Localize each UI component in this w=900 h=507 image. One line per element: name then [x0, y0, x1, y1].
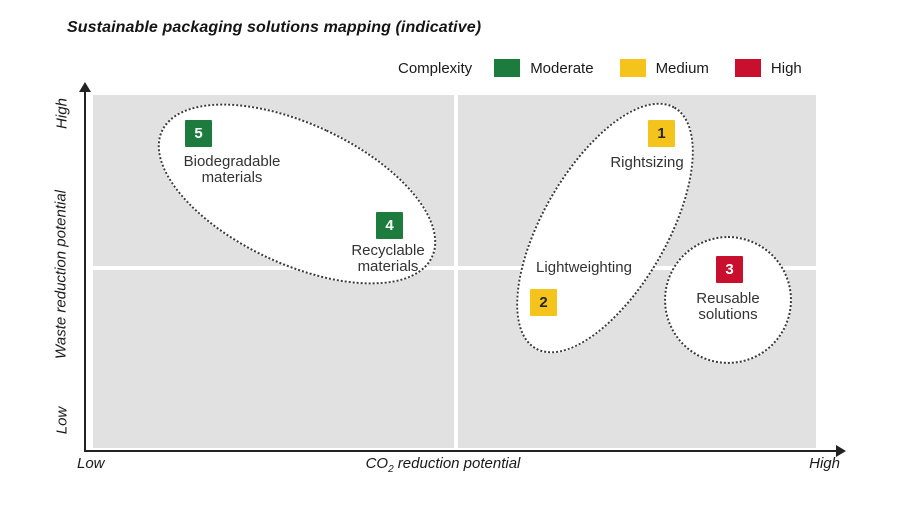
x-axis-title: CO2 reduction potential — [323, 455, 563, 475]
legend-label-moderate: Moderate — [530, 59, 594, 77]
legend-swatch-medium — [619, 59, 646, 77]
point-badge-4: 4 — [376, 212, 403, 239]
point-badge-1: 1 — [648, 120, 675, 147]
y-axis-line — [84, 90, 86, 452]
y-axis-low-label: Low — [53, 406, 71, 435]
legend: Complexity Moderate Medium High — [398, 57, 802, 79]
point-label-reusable-solutions: Reusable solutions — [696, 290, 760, 323]
x-axis-high-label: High — [809, 455, 840, 472]
x-axis-title-rest: reduction potential — [393, 455, 521, 472]
vertical-gridline — [454, 95, 458, 448]
point-badge-3: 3 — [716, 256, 743, 283]
legend-swatch-moderate — [494, 59, 521, 77]
point-label-biodegradable-materials: Biodegradable materials — [183, 153, 281, 186]
point-label-lightweighting: Lightweighting — [536, 259, 632, 276]
legend-swatch-high — [734, 59, 761, 77]
horizontal-gridline — [93, 266, 816, 270]
point-badge-5: 5 — [185, 120, 212, 147]
x-axis-title-co: CO — [365, 455, 389, 472]
y-axis-arrow-icon — [79, 82, 91, 92]
chart-title: Sustainable packaging solutions mapping … — [67, 19, 482, 36]
x-axis-low-label: Low — [77, 455, 105, 472]
legend-label-high: High — [770, 59, 802, 77]
point-badge-2: 2 — [530, 289, 557, 316]
y-axis-title: Waste reduction potential — [52, 190, 70, 359]
legend-label-medium: Medium — [655, 59, 709, 77]
point-label-rightsizing: Rightsizing — [610, 154, 684, 171]
point-label-recyclable-materials: Recyclable materials — [351, 242, 425, 275]
x-axis-title-sub2: 2 — [388, 464, 394, 475]
x-axis-line — [85, 450, 837, 452]
x-axis-arrow-icon — [836, 445, 846, 457]
y-axis-high-label: High — [53, 98, 71, 129]
legend-title: Complexity — [398, 59, 473, 77]
